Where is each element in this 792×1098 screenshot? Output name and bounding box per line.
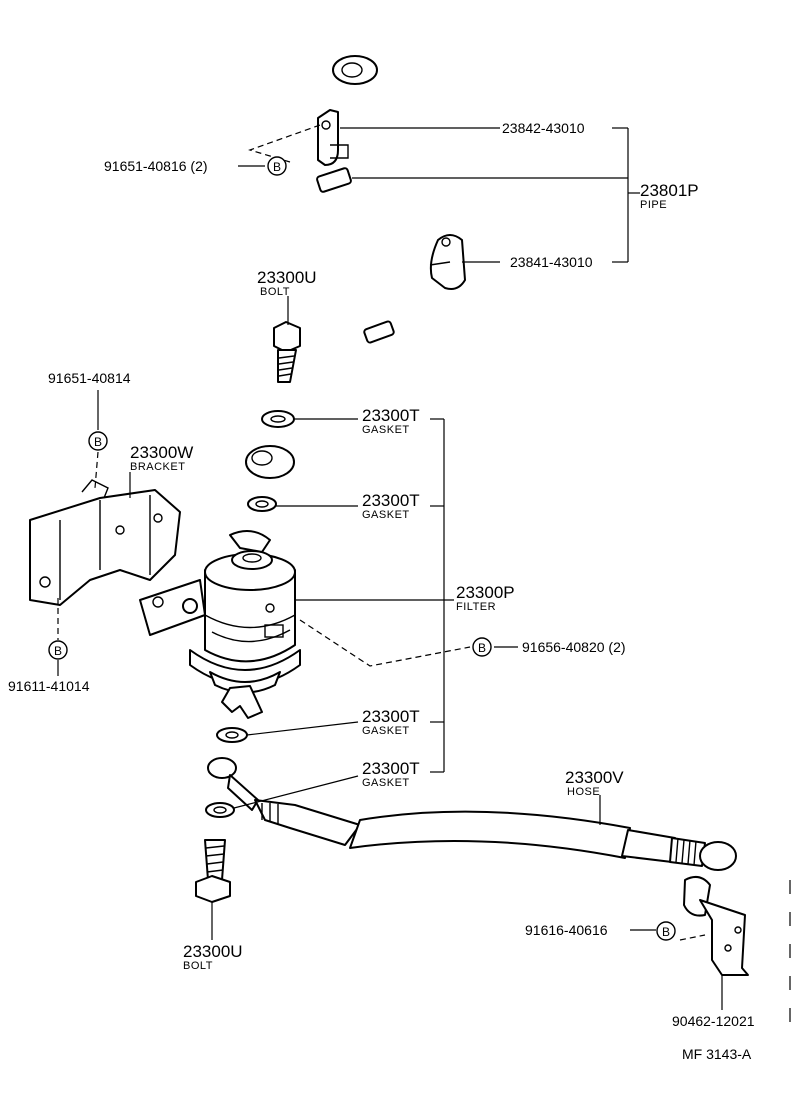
hose-23300v [207, 757, 737, 871]
part-name-filter: FILTER [456, 601, 496, 613]
part-number-23841: 23841-43010 [510, 254, 593, 270]
part-number-23300w: 23300W [130, 443, 193, 462]
part-number-23300v: 23300V [565, 768, 624, 787]
part-number-23801p: 23801P [640, 181, 699, 200]
gasket-2 [247, 496, 277, 512]
part-number-91651-40816: 91651-40816 (2) [104, 158, 208, 174]
gasket-4 [205, 802, 235, 818]
circled-b-icon: B [472, 637, 492, 657]
bolt-23300u-bottom [195, 839, 231, 903]
clamp-23841 [429, 234, 466, 290]
b-marker-label: B [94, 435, 102, 449]
part-name-bolt-top: BOLT [260, 286, 290, 298]
clamp-bracket-90462 [683, 875, 749, 976]
clamp-23842 [317, 109, 349, 166]
part-number-23300t-3: 23300T [362, 707, 420, 726]
part-number-23300u-bottom: 23300U [183, 942, 243, 961]
part-name-gasket-1: GASKET [362, 424, 410, 436]
pipe-23801p [232, 45, 451, 479]
b-marker-label: B [478, 641, 486, 655]
part-name-gasket-2: GASKET [362, 509, 410, 521]
part-number-91656-40820: 91656-40820 (2) [522, 639, 626, 655]
circled-b-icon: B [656, 921, 676, 941]
filter-23300p [139, 530, 301, 719]
circled-b-icon: B [88, 431, 108, 451]
part-number-91616-40616: 91616-40616 [525, 922, 608, 938]
part-number-90462-12021: 90462-12021 [672, 1013, 755, 1029]
gasket-1 [261, 410, 295, 428]
circled-b-icon: B [267, 156, 287, 176]
gasket-3 [216, 727, 248, 743]
part-number-23842: 23842-43010 [502, 120, 585, 136]
circled-b-icon: B [48, 640, 68, 660]
bolt-23300u-top [273, 321, 301, 383]
part-name-gasket-3: GASKET [362, 725, 410, 737]
b-marker-label: B [273, 160, 281, 174]
part-name-gasket-4: GASKET [362, 777, 410, 789]
part-number-91651-40814: 91651-40814 [48, 370, 131, 386]
part-number-91611-41014: 91611-41014 [8, 678, 90, 694]
b-marker-label: B [662, 925, 670, 939]
part-number-23300t-1: 23300T [362, 406, 420, 425]
part-name-bracket: BRACKET [130, 461, 185, 473]
part-name-pipe: PIPE [640, 199, 667, 211]
reference-code: MF 3143-A [682, 1046, 752, 1062]
part-name-hose: HOSE [567, 786, 600, 798]
part-number-23300t-4: 23300T [362, 759, 420, 778]
part-number-23300t-2: 23300T [362, 491, 420, 510]
part-name-bolt-bottom: BOLT [183, 960, 213, 972]
part-number-23300p: 23300P [456, 583, 515, 602]
part-number-23300u-top: 23300U [257, 268, 317, 287]
bracket-23300w [29, 479, 181, 606]
b-marker-label: B [54, 644, 62, 658]
